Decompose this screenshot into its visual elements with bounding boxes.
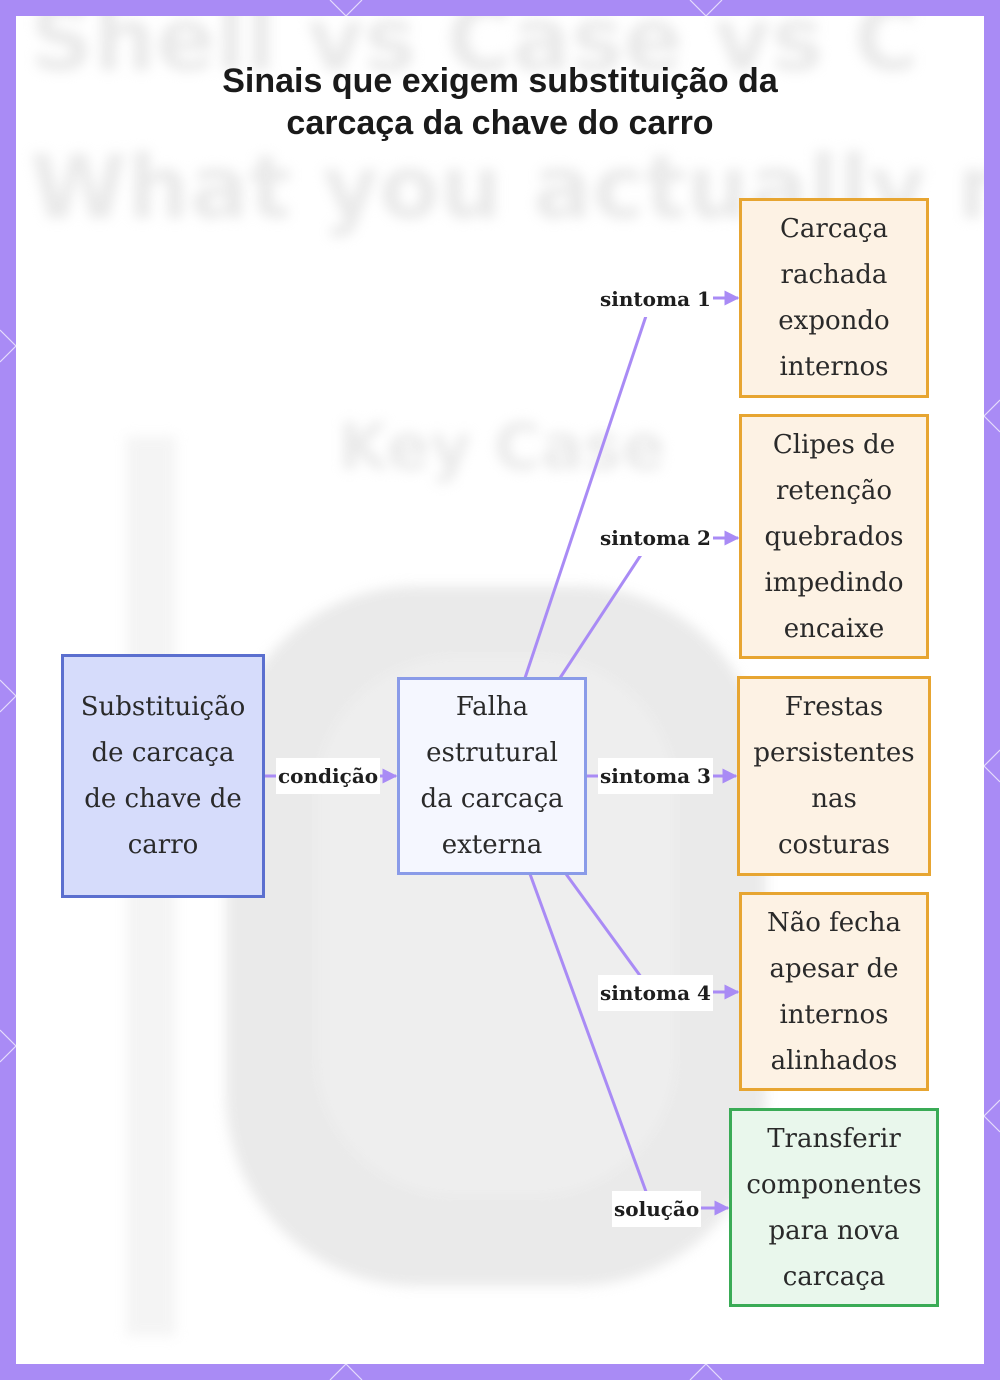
edge-solution [530,874,728,1208]
node-root: Substituição de carcaça de chave de carr… [61,654,265,898]
edge-label-symptom-3: sintoma 3 [598,758,713,794]
node-symptom-2: Clipes de retenção quebrados impedindo e… [739,414,929,659]
edge-label-symptom-2: sintoma 2 [598,520,713,556]
edge-symptom-2 [560,538,738,678]
node-structural-failure-text: Falha estrutural da carcaça externa [400,684,584,868]
edge-symptom-1 [525,298,738,678]
edge-label-solution: solução [612,1191,701,1227]
node-symptom-4-text: Não fecha apesar de internos alinhados [742,900,926,1084]
node-solution-text: Transferir componentes para nova carcaça [732,1116,936,1300]
edge-label-symptom-4: sintoma 4 [598,975,713,1011]
node-symptom-3-text: Frestas persistentes nas costuras [740,684,928,868]
node-symptom-1: Carcaça rachada expondo internos [739,198,929,398]
node-symptom-2-text: Clipes de retenção quebrados impedindo e… [742,422,926,652]
node-symptom-3: Frestas persistentes nas costuras [737,676,931,876]
node-symptom-1-text: Carcaça rachada expondo internos [742,206,926,390]
edge-label-symptom-1: sintoma 1 [598,281,713,317]
node-solution: Transferir componentes para nova carcaça [729,1108,939,1307]
node-root-text: Substituição de carcaça de chave de carr… [64,684,262,868]
edge-label-condition: condição [276,758,380,794]
node-symptom-4: Não fecha apesar de internos alinhados [739,892,929,1091]
node-structural-failure: Falha estrutural da carcaça externa [397,677,587,875]
